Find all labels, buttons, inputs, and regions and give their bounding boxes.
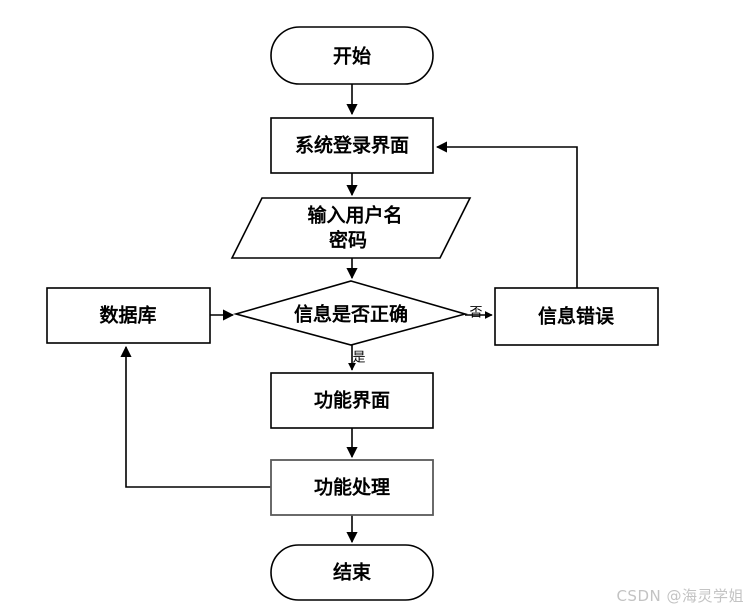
node-function-screen[interactable]: 功能界面 — [270, 372, 434, 429]
edge-error-to-login-loop — [435, 141, 578, 288]
edge-label-no: 否 — [469, 306, 482, 321]
node-decision-label: 信息是否正确 — [294, 303, 408, 326]
node-end[interactable]: 结束 — [270, 544, 434, 601]
edge-process-to-database-loop — [120, 345, 271, 488]
node-input-credentials[interactable]: 输入用户名 密码 — [230, 197, 472, 259]
watermark-text: CSDN @海灵学姐 — [616, 587, 744, 605]
node-input-credentials-label-line1: 输入用户名 — [307, 204, 402, 227]
node-info-error[interactable]: 信息错误 — [494, 287, 659, 346]
node-info-error-label: 信息错误 — [538, 305, 615, 328]
node-function-screen-label: 功能界面 — [314, 389, 390, 412]
node-start[interactable]: 开始 — [270, 26, 434, 85]
node-login-screen-label: 系统登录界面 — [295, 134, 409, 157]
node-function-process[interactable]: 功能处理 — [270, 459, 434, 516]
node-database-label: 数据库 — [99, 304, 156, 327]
node-decision[interactable]: 信息是否正确 — [233, 280, 468, 346]
node-input-credentials-label-line2: 密码 — [329, 229, 367, 252]
node-end-label: 结束 — [333, 561, 372, 584]
node-start-label: 开始 — [333, 45, 371, 68]
node-function-process-label: 功能处理 — [314, 476, 390, 499]
edge-label-yes: 是 — [352, 351, 365, 366]
node-login-screen[interactable]: 系统登录界面 — [270, 117, 434, 174]
node-database[interactable]: 数据库 — [46, 287, 211, 344]
